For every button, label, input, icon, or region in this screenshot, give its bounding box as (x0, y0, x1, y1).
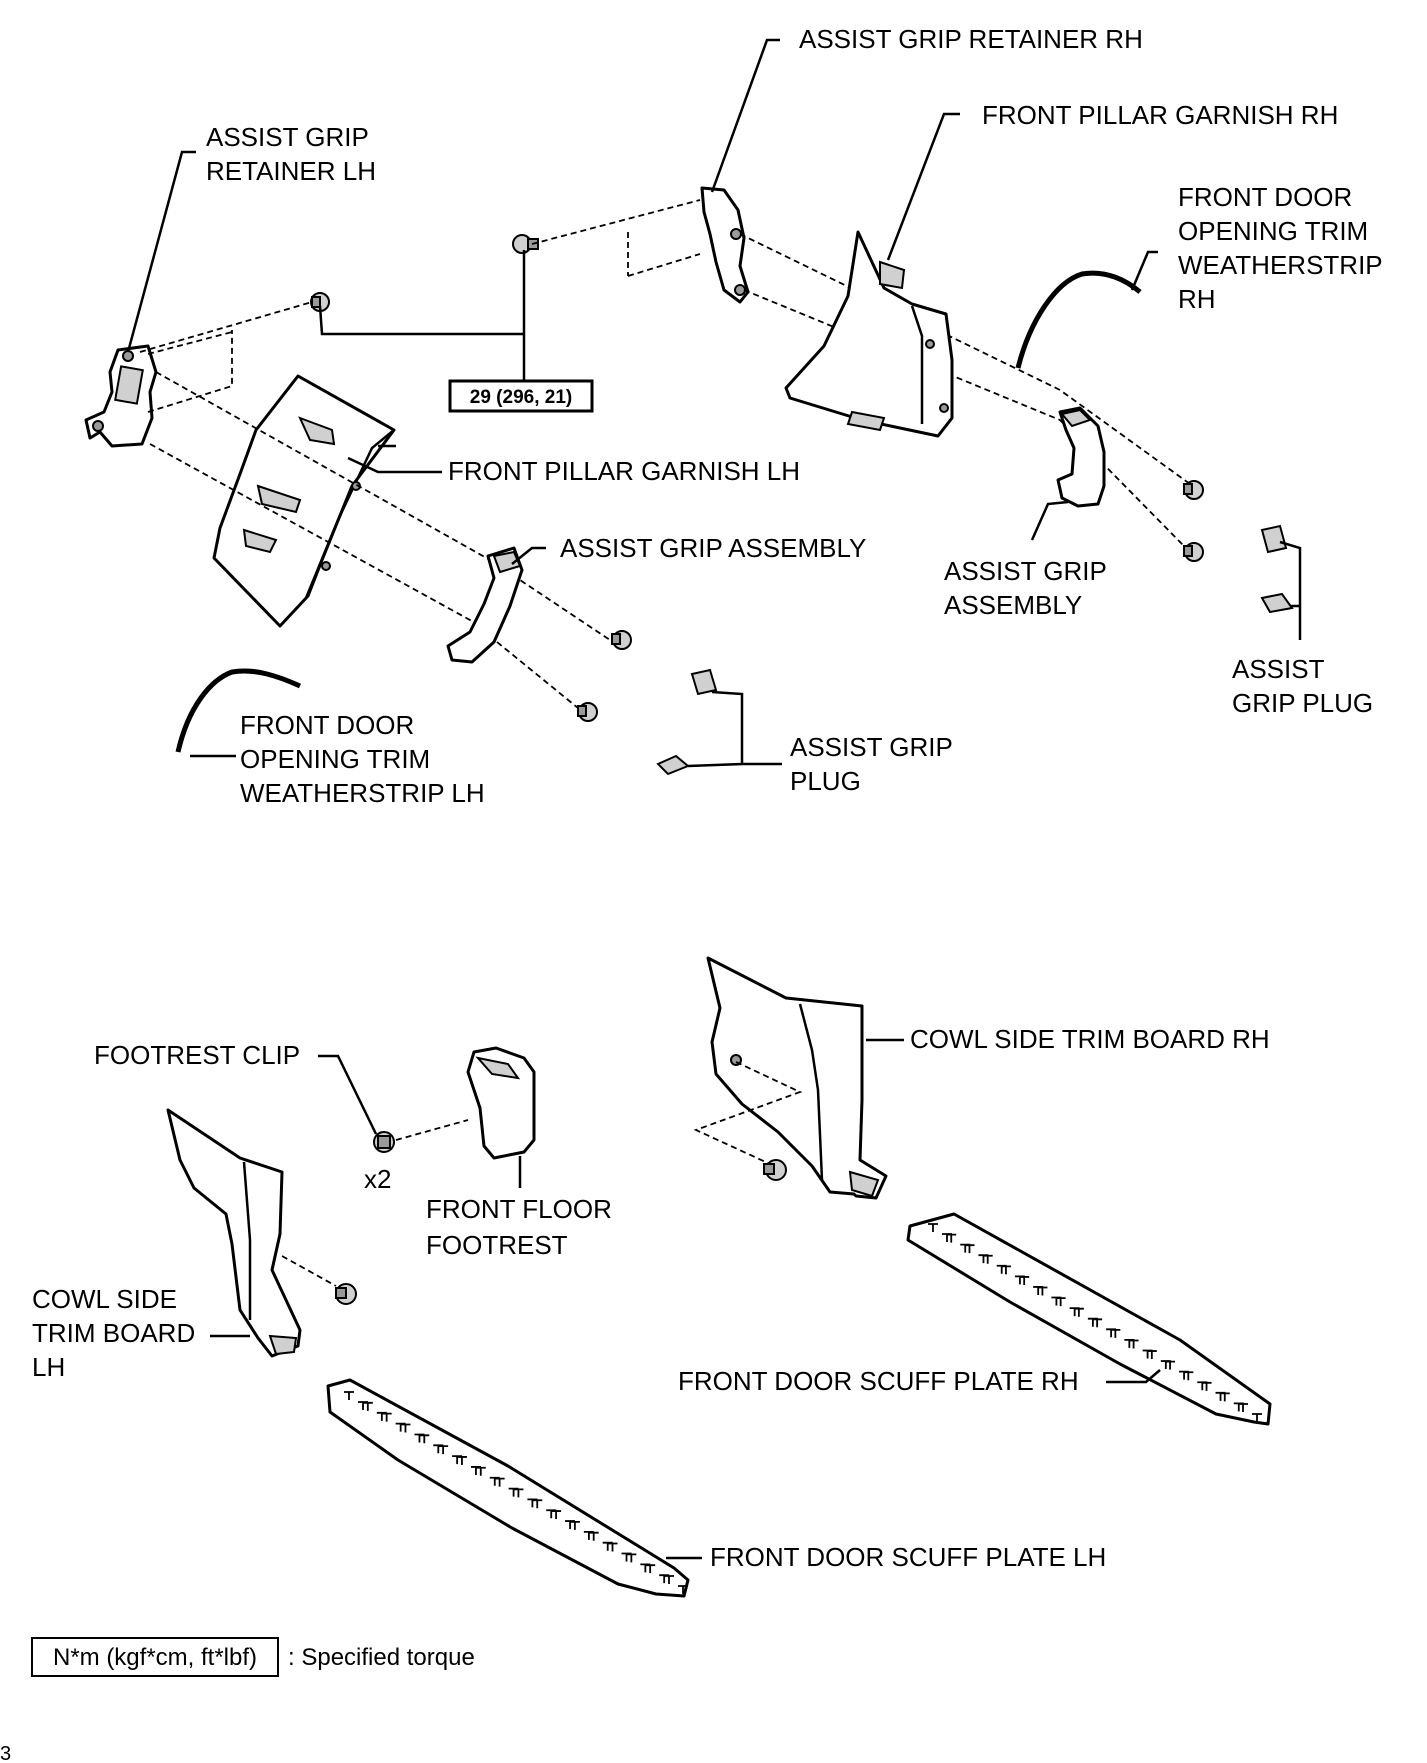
clip-icon (335, 1283, 357, 1305)
label-weatherstrip-lh-line1: FRONT DOOR (240, 710, 414, 740)
label-weatherstrip-lh-line2: OPENING TRIM (240, 744, 430, 774)
cowl-side-trim-board-rh-part (706, 956, 888, 1200)
bolt-icon (1183, 480, 1204, 500)
label-assist-grip-plug-rh-line1: ASSIST (1232, 654, 1325, 684)
assist-grip-plug-rh-part (1260, 524, 1294, 614)
assist-grip-assembly-lh-part (446, 546, 524, 664)
footrest-clip-part (373, 1131, 395, 1153)
label-assist-grip-plug-lh-line1: ASSIST GRIP (790, 732, 953, 762)
assist-grip-plug-lh-part (656, 668, 718, 776)
label-front-floor-footrest-line1: FRONT FLOOR (426, 1194, 612, 1224)
label-front-pillar-garnish-rh: FRONT PILLAR GARNISH RH (982, 100, 1338, 130)
front-door-scuff-plate-lh-part (326, 1378, 690, 1598)
label-front-door-scuff-plate-lh: FRONT DOOR SCUFF PLATE LH (710, 1542, 1106, 1572)
label-assist-grip-retainer-rh: ASSIST GRIP RETAINER RH (799, 24, 1143, 54)
label-weatherstrip-rh-line2: OPENING TRIM (1178, 216, 1368, 246)
label-assist-grip-plug-rh-line2: GRIP PLUG (1232, 688, 1373, 718)
front-floor-footrest-part (466, 1046, 536, 1160)
label-front-door-scuff-plate-rh: FRONT DOOR SCUFF PLATE RH (678, 1366, 1079, 1396)
label-cowl-side-trim-board-rh: COWL SIDE TRIM BOARD RH (910, 1024, 1270, 1054)
label-cowl-side-trim-board-lh-line2: TRIM BOARD (32, 1318, 195, 1348)
label-assist-grip-retainer-lh-line2: RETAINER LH (206, 156, 376, 186)
legend-unit-text: N*m (kgf*cm, ft*lbf) (53, 1644, 257, 1671)
front-door-opening-trim-weatherstrip-lh-part (175, 668, 302, 753)
label-assist-grip-assembly-lh: ASSIST GRIP ASSEMBLY (560, 533, 866, 563)
clip-icon (763, 1159, 787, 1181)
label-weatherstrip-rh-line1: FRONT DOOR (1178, 182, 1352, 212)
assist-grip-assembly-rh-part (1056, 406, 1106, 508)
label-weatherstrip-rh-line3: WEATHERSTRIP (1178, 250, 1383, 280)
assist-grip-retainer-rh-part (700, 186, 750, 304)
bolt-icon (577, 702, 598, 722)
torque-spec-box (448, 379, 594, 413)
front-door-scuff-plate-rh-part (906, 1212, 1272, 1426)
page-mark: 3 (0, 1743, 11, 1763)
label-cowl-side-trim-board-lh-line3: LH (32, 1352, 65, 1382)
label-footrest-clip: FOOTREST CLIP (94, 1040, 300, 1070)
front-door-opening-trim-weatherstrip-rh-part (1015, 270, 1142, 369)
bolt-icon (611, 630, 632, 650)
label-clip-quantity: x2 (364, 1164, 391, 1194)
legend-unit-box (31, 1637, 279, 1677)
label-front-floor-footrest-line2: FOOTREST (426, 1230, 568, 1260)
cowl-side-trim-board-lh-part (166, 1108, 302, 1358)
label-assist-grip-assembly-rh-line1: ASSIST GRIP (944, 556, 1107, 586)
label-front-pillar-garnish-lh: FRONT PILLAR GARNISH LH (448, 456, 800, 486)
assist-grip-retainer-lh-part (84, 344, 158, 448)
label-assist-grip-assembly-rh-line2: ASSEMBLY (944, 590, 1082, 620)
label-assist-grip-plug-lh-line2: PLUG (790, 766, 861, 796)
bolt-icon (310, 292, 330, 312)
label-weatherstrip-lh-line3: WEATHERSTRIP LH (240, 778, 485, 808)
front-pillar-garnish-lh-part (212, 374, 396, 628)
torque-spec-value: 29 (296, 21) (470, 387, 572, 408)
label-cowl-side-trim-board-lh-line1: COWL SIDE (32, 1284, 177, 1314)
label-weatherstrip-rh-line4: RH (1178, 284, 1216, 314)
front-pillar-garnish-rh-part (784, 230, 954, 438)
label-assist-grip-retainer-lh-line1: ASSIST GRIP (206, 122, 369, 152)
legend-description: : Specified torque (288, 1644, 475, 1671)
bolt-icon (1183, 542, 1204, 562)
